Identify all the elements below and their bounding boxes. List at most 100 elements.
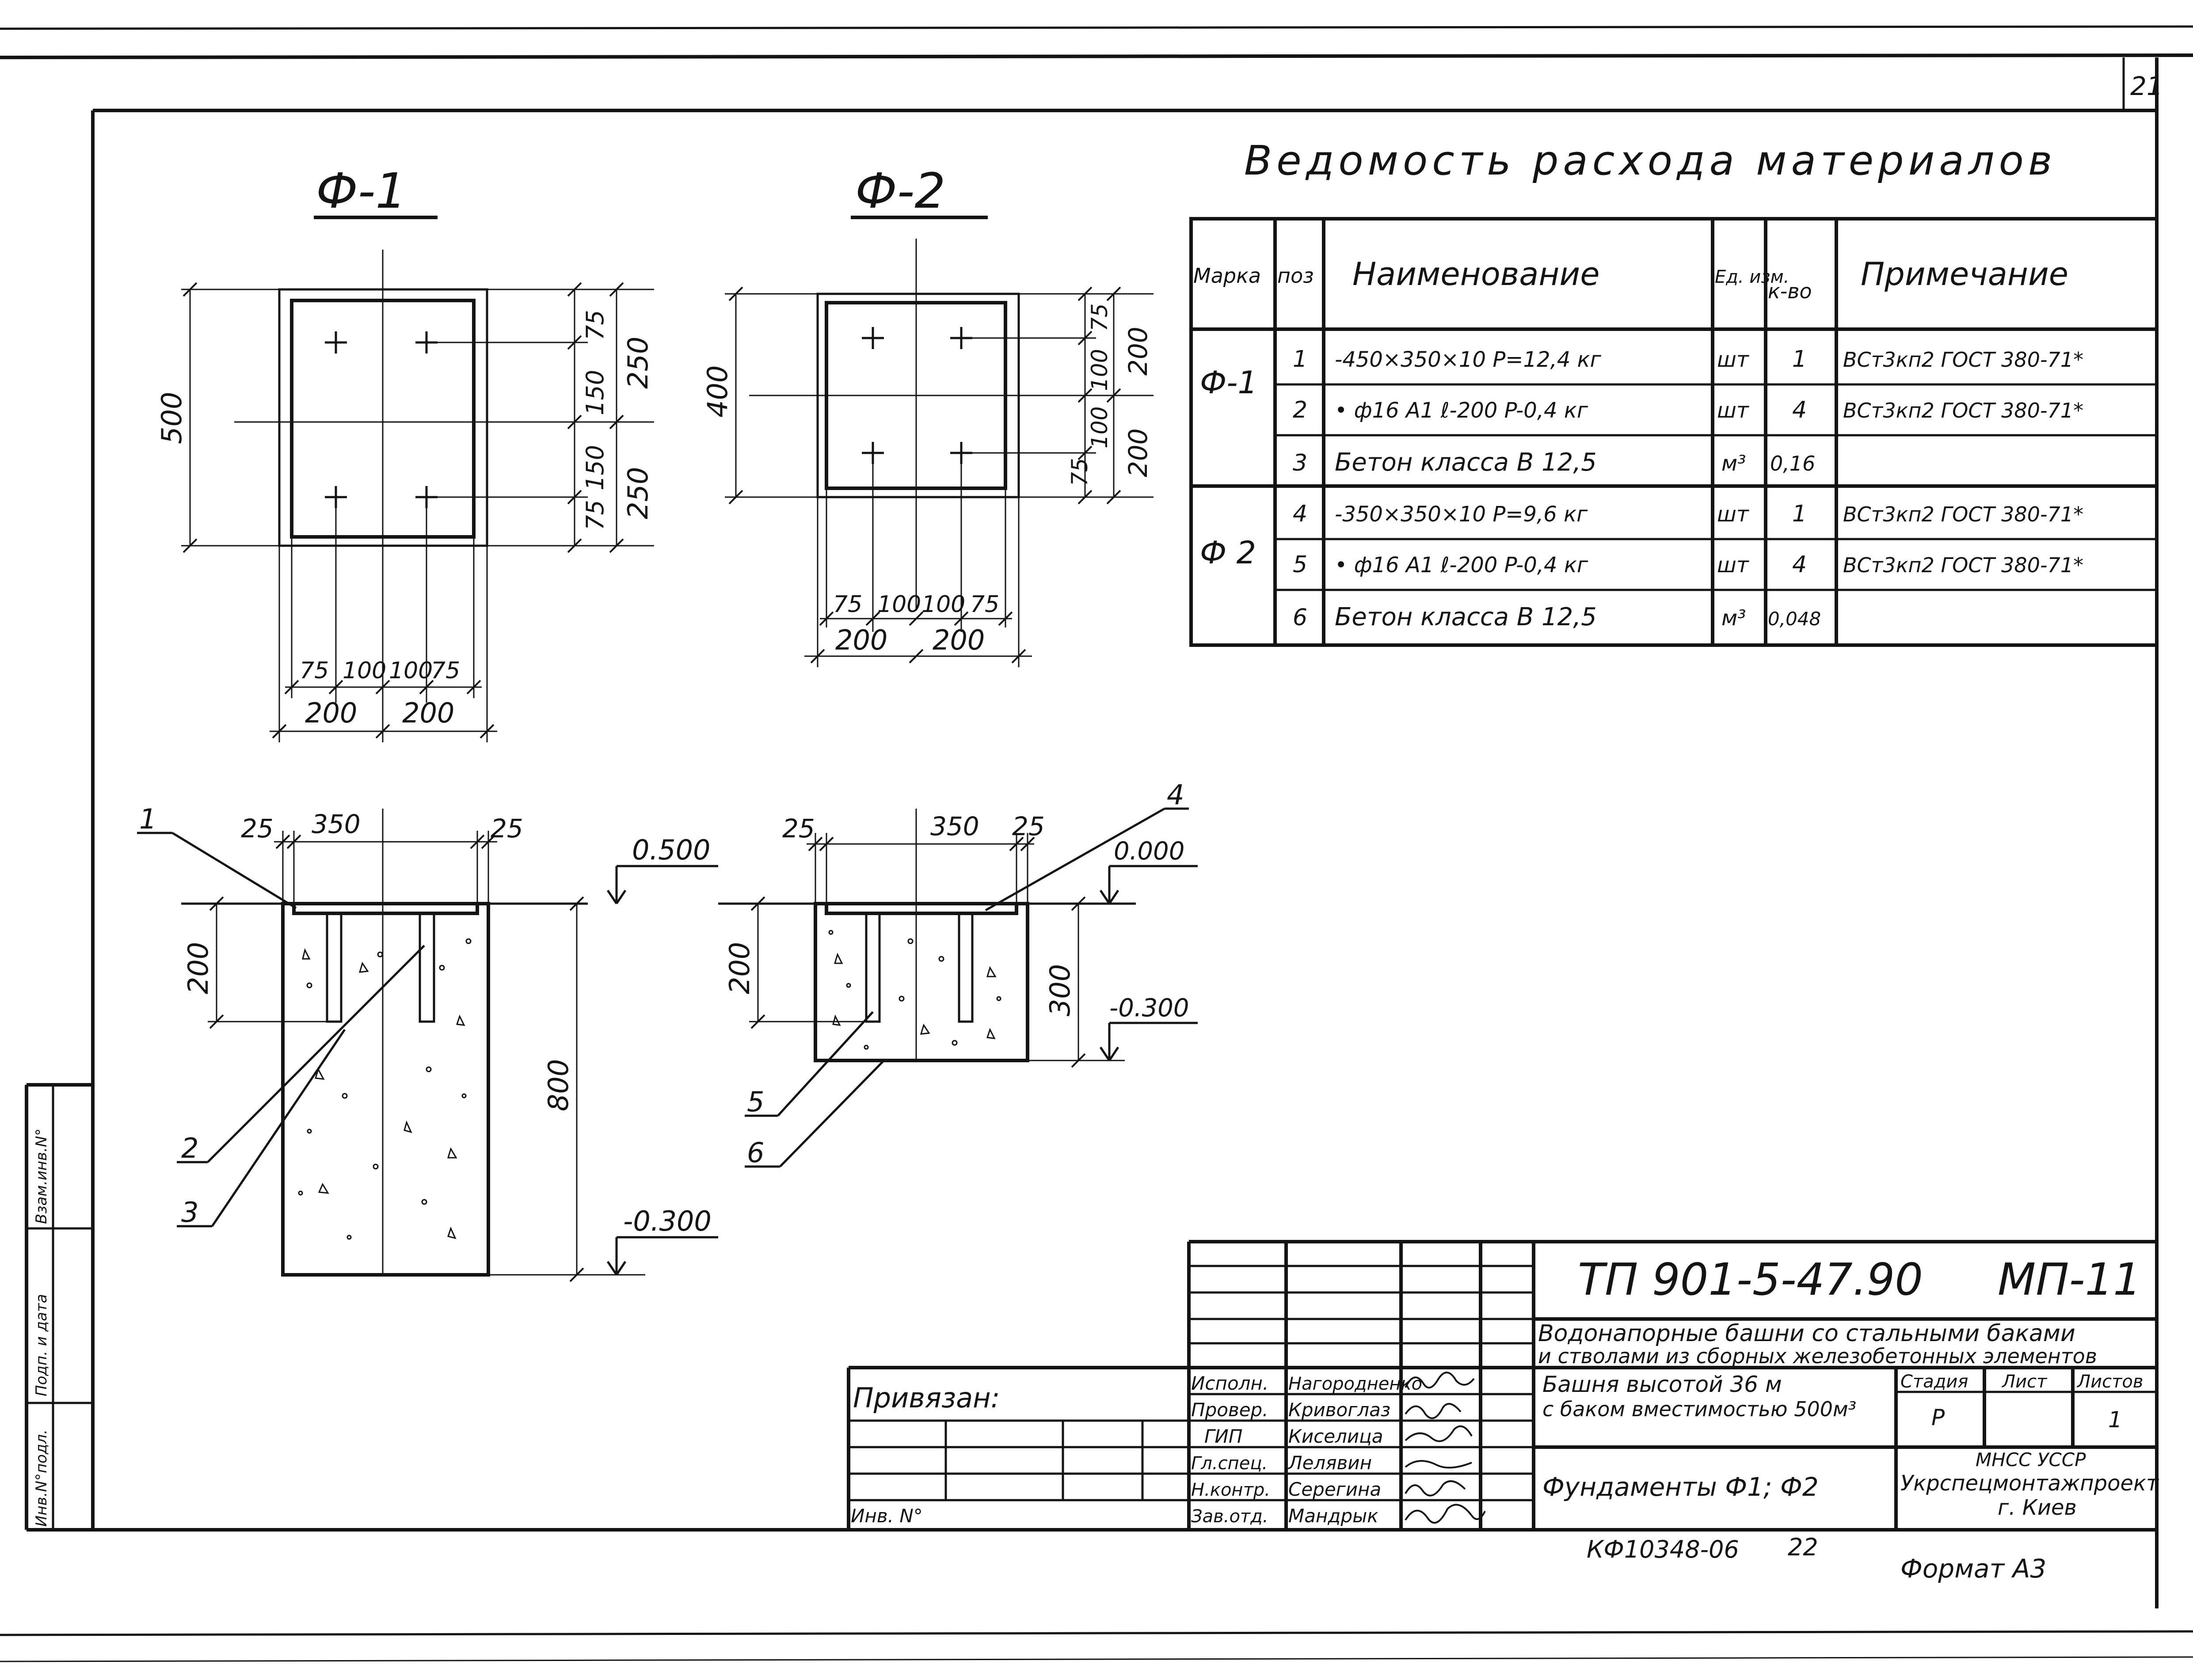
mat-row-5-name: • ф16 А1 ℓ-200 P-0,4 кг [1335,553,1588,578]
mat-row-1-qty: 1 [1792,346,1807,372]
tb-org-line1: МНСС УССР [1976,1449,2086,1471]
f1-plan-col-1: 75 [300,658,329,684]
tb-staff-6-role: Зав.отд. [1191,1506,1268,1527]
mat-row-3-qty: 0,16 [1770,452,1815,475]
tb-code: ТП 901-5-47.90 [1578,1254,1923,1305]
mat-row-3-pos: 3 [1293,450,1307,476]
mat-row-2-unit: шт [1717,398,1750,423]
signature-6 [1405,1504,1486,1524]
mat-group-f2-mark: Ф 2 [1200,535,1256,571]
tb-staff-5-role: Н.контр. [1191,1480,1270,1500]
tb-staff-1-role: Исполн. [1191,1372,1268,1394]
f1-plan-col-2: 100 [343,658,386,684]
tb-org-line2: Укрспецмонтажпроект [1900,1471,2159,1496]
mat-row-6-qty: 0,048 [1768,608,1821,630]
f2-section [718,807,1198,1168]
f2-plan-overall: 400 [701,365,734,418]
mat-header-qty: к-во [1768,279,1812,303]
mat-row-5-qty: 4 [1792,551,1807,578]
signature-5 [1405,1480,1466,1497]
sheet-number: 21 [2130,71,2163,101]
tb-staff-3-name: Киселица [1288,1425,1383,1447]
tb-sheets-label: Листов [2076,1372,2143,1392]
mat-row-2-note: ВСт3кп2 ГОСТ 380-71* [1843,399,2083,422]
tb-sheet-label: Лист [2001,1372,2048,1392]
signature-2 [1405,1403,1462,1419]
mat-row-4-qty: 1 [1792,501,1807,527]
mat-row-2-name: • ф16 А1 ℓ-200 P-0,4 кг [1335,398,1588,423]
mat-row-5-pos: 5 [1293,551,1307,578]
f2-plan-row-3: 100 [1087,407,1112,449]
mat-row-4-pos: 4 [1293,501,1307,527]
tb-project-line2: и стволами из сборных железобетонных эле… [1538,1344,2097,1368]
f2-sec-top-1: 25 [782,813,815,844]
f2-plan-half-left: 200 [835,624,887,656]
tb-staff-2-name: Кривоглаз [1288,1399,1390,1421]
f1-plan-row-2: 150 [581,370,609,415]
tb-sheets-value: 1 [2108,1407,2122,1433]
f1-sec-height: 800 [542,1059,575,1111]
tb-drawing-title: Фундаменты Ф1; Ф2 [1542,1472,1819,1502]
side-stamp-podp-data: Подп. и дата [33,1294,50,1396]
f1-plan-col-3: 100 [389,658,433,684]
mat-row-4-note: ВСт3кп2 ГОСТ 380-71* [1843,502,2083,526]
f2-sec-top-3: 25 [1012,811,1045,841]
mat-header-mark: Марка [1193,264,1261,288]
mat-row-6-name: Бетон класса В 12,5 [1335,603,1597,631]
f1-plan-row-4: 75 [581,500,609,530]
signature-3 [1405,1425,1473,1442]
mat-header-name: Наименование [1352,255,1600,293]
f1-leader-1: 1 [139,803,156,835]
mat-row-2-pos: 2 [1293,397,1307,423]
f1-sec-top-1: 25 [241,813,274,844]
f2-plan-right-1: 200 [1123,327,1153,376]
tb-object-line2: с баком вместимостью 500м³ [1542,1397,1856,1421]
tb-staff-2-role: Провер. [1191,1399,1268,1421]
tb-project-line1: Водонапорные башни со стальными баками [1538,1320,2075,1347]
materials-title: Ведомость расхода материалов [1244,137,2056,184]
mat-row-1-unit: шт [1717,347,1750,372]
side-stamp-vzam-inv: Взам.инв.N° [33,1129,50,1224]
f1-plan-col-4: 75 [431,658,460,684]
f2-plan-col-2: 100 [877,591,921,618]
f1-sec-level-top: 0.500 [632,834,711,866]
f2-plan-col-1: 75 [833,591,862,618]
view-title-f1: Ф-1 [316,163,406,219]
f1-plan-row-1: 75 [581,310,609,340]
mat-row-4-unit: шт [1717,502,1750,527]
f2-sec-level-top: 0.000 [1114,837,1184,866]
side-stamp-inv-podl: Инв.N°подл. [33,1429,50,1527]
f1-plan [181,250,654,742]
signature-1 [1405,1372,1475,1389]
f2-plan [725,239,1154,667]
tb-staff-6-name: Мандрык [1288,1505,1378,1527]
f2-anchors [862,327,972,464]
f1-plan-half-right: 200 [402,697,454,729]
f1-plan-overall: 500 [156,392,188,444]
mat-row-1-name: -450×350×10 P=12,4 кг [1335,347,1602,372]
f1-concrete-hatch [298,938,472,1240]
f2-sec-level-bottom: -0.300 [1109,994,1189,1022]
mat-row-1-pos: 1 [1293,346,1307,372]
f2-plan-row-4: 75 [1067,458,1093,486]
mat-header-note: Примечание [1861,255,2068,293]
f2-sec-height: 300 [1044,964,1076,1016]
f1-section [137,809,718,1282]
tb-org-line3: г. Киев [1998,1495,2077,1520]
tb-staff-4-name: Лелявин [1287,1452,1372,1474]
mat-row-6-pos: 6 [1293,604,1307,631]
mat-row-6-unit: м³ [1721,606,1746,631]
format-label: Формат А3 [1900,1554,2046,1584]
f1-plan-half-bottom: 250 [622,467,654,519]
mat-row-3-unit: м³ [1721,451,1746,476]
f1-leader-3: 3 [181,1196,198,1228]
signature-4 [1405,1460,1472,1469]
materials-table [1189,217,2159,647]
f1-anchors [325,331,438,508]
tb-stage-value: Р [1931,1405,1945,1430]
f2-leader-4: 4 [1167,779,1184,811]
tb-inv-label: Инв. N° [851,1505,923,1527]
signatures [1405,1372,1486,1524]
view-title-f2: Ф-2 [855,163,945,219]
